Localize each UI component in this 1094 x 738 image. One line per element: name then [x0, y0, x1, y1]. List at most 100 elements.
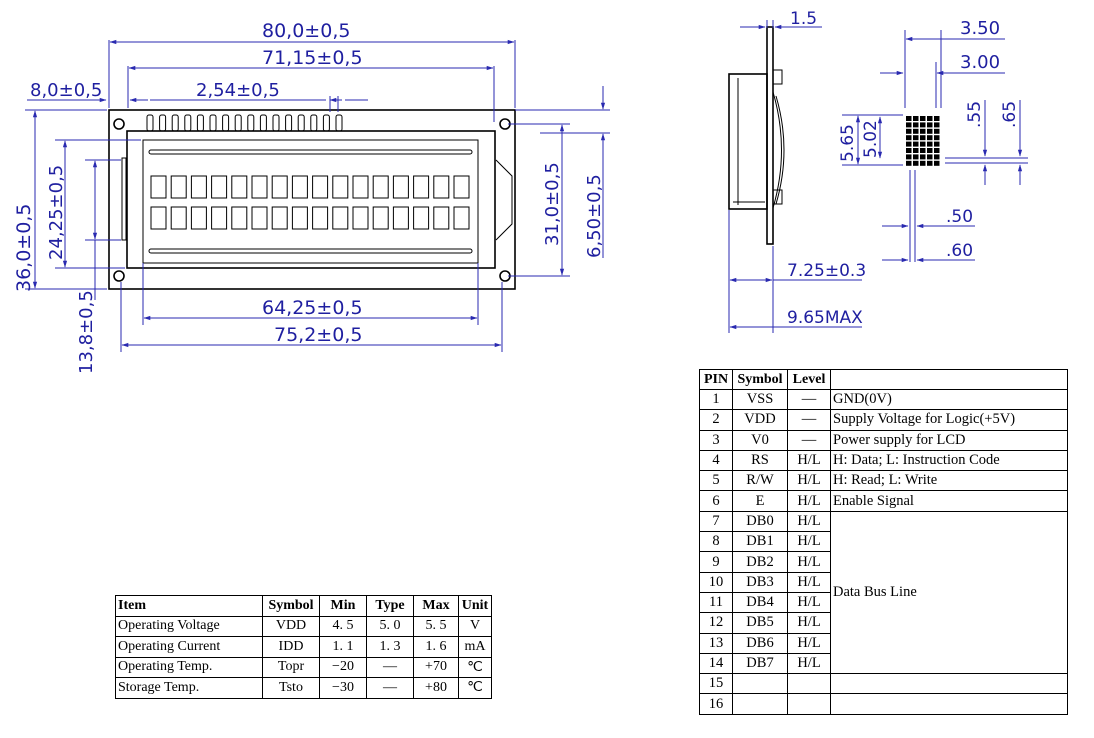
pin-function: H: Data; L: Instruction Code: [830, 449, 1068, 472]
matrix-dot: [920, 154, 926, 160]
dim-pixel-pitch: 3.50: [960, 18, 1000, 39]
pin-cell: 4: [699, 449, 733, 472]
connector-pin: [247, 114, 255, 132]
matrix-dot: [934, 141, 940, 147]
connector-pin: [297, 114, 305, 132]
character-cells: [150, 175, 470, 230]
character-cell: [312, 175, 329, 199]
spec-cell: Operating Current: [115, 636, 263, 658]
character-cell: [453, 175, 470, 199]
matrix-dot: [913, 160, 919, 166]
pin-function: Enable Signal: [830, 490, 1068, 512]
mount-hole: [113, 118, 125, 130]
matrix-dot: [927, 135, 933, 141]
pin-cell: VDD: [732, 409, 788, 431]
matrix-dot: [927, 128, 933, 134]
pin-header: Symbol: [732, 369, 788, 390]
spec-cell: 5. 5: [413, 615, 459, 637]
connector-pin: [146, 114, 154, 132]
character-cell: [271, 175, 288, 199]
spec-header: Item: [115, 595, 263, 617]
spec-cell: V: [458, 615, 492, 637]
dim-pin-row-offset: 6,50±0,5: [584, 174, 605, 258]
pin-header: [830, 369, 1068, 390]
character-cell: [291, 175, 308, 199]
dim-dot-size-h: .50: [946, 207, 973, 227]
pin-function: Power supply for LCD: [830, 429, 1068, 451]
pin-cell: H/L: [787, 591, 831, 614]
matrix-dot: [906, 116, 912, 121]
spec-cell: Operating Voltage: [115, 615, 263, 637]
character-cell: [150, 206, 167, 230]
connector-pin: [234, 114, 242, 132]
pin-cell: V0: [732, 429, 788, 451]
pin-cell: H/L: [787, 470, 831, 492]
pin-cell: DB2: [732, 551, 788, 573]
dim-bezel-width: 75,2±0,5: [274, 324, 362, 346]
pin-function: [830, 673, 1068, 695]
side-view: 1.5 7.25±0.3 9.65MAX: [728, 9, 866, 333]
matrix-dot: [927, 122, 933, 128]
connector-pin: [310, 114, 318, 132]
pin-cell: H/L: [787, 449, 831, 472]
matrix-dot: [913, 128, 919, 134]
connector-pin: [159, 114, 167, 132]
spec-cell: VDD: [262, 615, 320, 637]
pin-cell: H/L: [787, 571, 831, 593]
dim-view-area-width: 64,25±0,5: [262, 297, 363, 319]
matrix-dot: [913, 116, 919, 121]
pin-cell: [787, 673, 831, 695]
pin-cell: [732, 693, 788, 715]
pin-cell: 11: [699, 591, 733, 614]
pin-cell: H/L: [787, 510, 831, 533]
pin-row: 16: [699, 693, 1068, 715]
dim-pin-pitch: 2,54±0,5: [196, 80, 280, 101]
pin-cell: 1: [699, 388, 733, 411]
mount-hole: [113, 270, 125, 282]
connector-pin: [285, 114, 293, 132]
connector-pins: [146, 114, 343, 132]
character-cell: [392, 206, 409, 230]
front-dimensions: 80,0±0,5 71,15±0,5 8,0±0,5 2,54±0,5 36,0…: [13, 20, 610, 374]
pin-cell: DB1: [732, 531, 788, 553]
pin-cell: —: [787, 429, 831, 451]
view-area: [142, 139, 479, 264]
matrix-dot: [934, 154, 940, 160]
matrix-dot: [920, 116, 926, 121]
character-cell: [211, 175, 228, 199]
spec-cell: mA: [458, 636, 492, 658]
pin-cell: 16: [699, 693, 733, 715]
matrix-dot: [906, 135, 912, 141]
matrix-dot: [927, 141, 933, 147]
character-cell: [392, 175, 409, 199]
pin-cell: DB0: [732, 510, 788, 533]
pin-cell: —: [787, 388, 831, 411]
dim-dot-pitch-h: .60: [946, 241, 973, 261]
spec-cell: —: [366, 656, 414, 678]
character-cell: [372, 175, 389, 199]
pin-header: Level: [787, 369, 831, 390]
dim-max-thickness: 9.65MAX: [787, 308, 863, 328]
character-cell: [190, 175, 207, 199]
connector-pin: [272, 114, 280, 132]
connector-pin: [209, 114, 217, 132]
character-cell: [433, 206, 450, 230]
matrix-dot: [906, 148, 912, 153]
pin-cell: 5: [699, 470, 733, 492]
pin-cell: E: [732, 490, 788, 512]
dim-view-area-height: 24,25±0,5: [46, 165, 67, 260]
pin-cell: 14: [699, 652, 733, 675]
spec-cell: Topr: [262, 656, 320, 678]
dim-dot-pitch-v: .55: [965, 101, 985, 128]
character-cell: [271, 206, 288, 230]
dim-overall-width: 80,0±0,5: [262, 20, 350, 42]
character-cell: [251, 175, 268, 199]
